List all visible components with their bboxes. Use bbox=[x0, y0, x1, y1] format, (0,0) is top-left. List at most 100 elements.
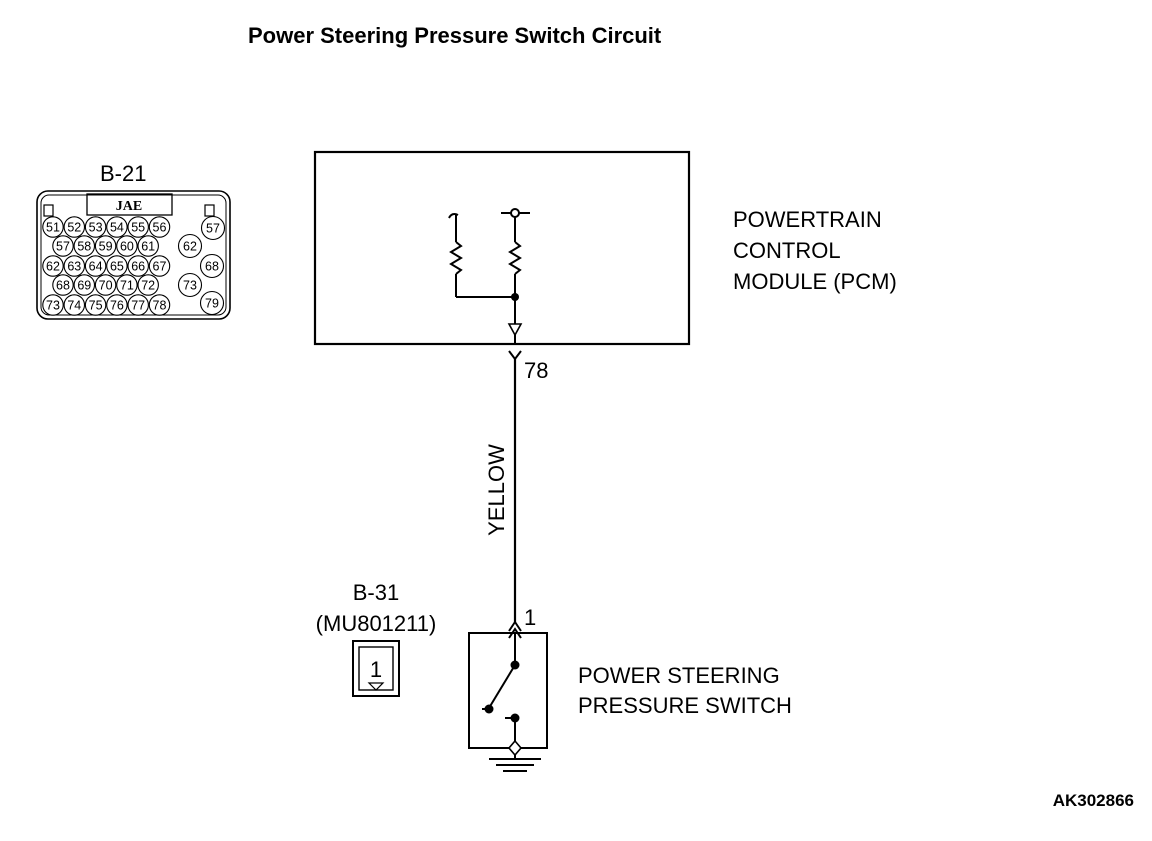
connector-b21-pin-cavity bbox=[127, 255, 149, 277]
connector-b21-pin-cavity bbox=[177, 272, 203, 298]
pcm-input-arrow-icon bbox=[507, 323, 523, 337]
connector-b21-pin-number: 65 bbox=[110, 259, 124, 273]
connector-b21-pin-number: 73 bbox=[46, 298, 60, 312]
pcm-label-line-2: CONTROL bbox=[733, 238, 841, 263]
connector-b21-pin-number: 61 bbox=[141, 239, 155, 253]
connector-b21-pin-number: 54 bbox=[110, 220, 124, 234]
connector-b21-pin-number: 55 bbox=[131, 220, 145, 234]
connector-b21-pin-cavity bbox=[42, 216, 64, 238]
connector-b21-pin-number: 57 bbox=[56, 239, 70, 253]
connector-b31: B-31 (MU801211) 1 bbox=[316, 580, 437, 697]
switch-body-ground-terminal-icon bbox=[507, 739, 523, 757]
connector-b21-pin-number: 51 bbox=[46, 220, 60, 234]
connector-b21-pin-number: 71 bbox=[120, 278, 134, 292]
connector-b21-pin-number: 73 bbox=[183, 279, 197, 293]
connector-b31-lock-icon bbox=[367, 682, 385, 691]
connector-b21-pin-cavity bbox=[148, 216, 171, 238]
connector-b21-pin-number: 74 bbox=[67, 298, 81, 312]
connector-b21-pin-cavity bbox=[148, 294, 171, 316]
connector-b21-pin-cavity bbox=[199, 290, 225, 316]
connector-b21-pin-cavity bbox=[84, 216, 107, 238]
connector-b21-pin-number: 79 bbox=[205, 297, 219, 311]
connector-b21-pin-cavity bbox=[200, 215, 226, 241]
connector-b21-pin-cavity bbox=[94, 274, 117, 296]
connector-b21-pin-number: 52 bbox=[67, 220, 81, 234]
connector-b21-pin-number: 60 bbox=[120, 239, 134, 253]
figure-id: AK302866 bbox=[1053, 791, 1134, 810]
connector-b21-pin-number: 59 bbox=[99, 239, 113, 253]
switch-terminal-connector-icon bbox=[508, 627, 522, 639]
switch-label-line-1: POWER STEERING bbox=[578, 663, 780, 688]
connector-b21-pin-cavity bbox=[137, 274, 159, 296]
connector-b21-pin-number: 53 bbox=[89, 220, 103, 234]
connector-b21-pin-cavity bbox=[84, 294, 107, 316]
switch-terminal-number: 1 bbox=[524, 605, 536, 630]
connector-b31-pin: 1 bbox=[370, 657, 382, 682]
connector-b21-key-right bbox=[204, 204, 215, 217]
connector-b21-latch bbox=[86, 193, 173, 216]
connector-b21-pin-cavity bbox=[42, 255, 64, 277]
connector-b21-pin-number: 66 bbox=[131, 259, 145, 273]
pcm-resistor-right-icon bbox=[508, 241, 522, 275]
connector-b21-pin-number: 72 bbox=[141, 278, 155, 292]
connector-b21-pin-cavity bbox=[52, 235, 74, 257]
connector-b31-part-number: (MU801211) bbox=[316, 611, 437, 636]
connector-b21-pin-number: 62 bbox=[46, 259, 60, 273]
connector-b21-pin-cavity bbox=[106, 216, 128, 238]
switch-blade-icon bbox=[488, 664, 516, 709]
pcm-supply-terminal-icon bbox=[510, 208, 520, 218]
connector-b21-pin-cavity bbox=[63, 216, 86, 238]
connector-b21-maker: JAE bbox=[116, 199, 142, 214]
connector-b21-pin-number: 78 bbox=[153, 298, 167, 312]
switch-body bbox=[468, 632, 548, 749]
connector-b21-pin-cavity bbox=[73, 274, 96, 296]
connector-b21-pin-number: 67 bbox=[153, 259, 167, 273]
connector-b21-pin-number: 69 bbox=[77, 278, 91, 292]
switch-label-line-2: PRESSURE SWITCH bbox=[578, 693, 792, 718]
connector-b21-pin-number: 62 bbox=[183, 240, 197, 254]
pcm-label-line-1: POWERTRAIN bbox=[733, 207, 882, 232]
connector-b21-pin-cavity bbox=[148, 255, 171, 277]
connector-b21-pin-number: 77 bbox=[131, 298, 145, 312]
connector-b21-housing-inner bbox=[40, 194, 227, 316]
connector-b21-pin-cavity bbox=[63, 255, 86, 277]
connector-b21-name: B-21 bbox=[100, 161, 146, 186]
ground-icon bbox=[489, 758, 541, 772]
connector-b21-pin-number: 68 bbox=[205, 260, 219, 274]
power-steering-pressure-switch: 1 POWER STEERING PRESSURE SWITCH bbox=[468, 605, 792, 759]
connector-b21-key-left bbox=[43, 204, 54, 217]
pcm-terminal-connector-icon bbox=[508, 350, 522, 361]
pcm: POWERTRAIN CONTROL MODULE (PCM) bbox=[313, 150, 897, 346]
pcm-resistor-left-icon bbox=[449, 241, 463, 275]
connector-b21-pin-cavity bbox=[177, 233, 203, 259]
connector-b21-pin-cavity bbox=[106, 255, 128, 277]
connector-b21-pin-number: 75 bbox=[89, 298, 103, 312]
connector-b21: B-21 JAE 51 52 53 54 55 56 57 58 59 60 61 62 63 64 65 6… bbox=[36, 161, 231, 320]
connector-b21-pin-cavity bbox=[116, 274, 138, 296]
connector-b21-pin-cavity bbox=[106, 294, 128, 316]
connector-b21-pin-cavity bbox=[84, 255, 107, 277]
connector-b21-pin-cavity bbox=[127, 294, 149, 316]
pcm-box bbox=[313, 150, 691, 346]
connector-b31-housing bbox=[352, 640, 400, 697]
connector-b21-pin-cavity bbox=[127, 216, 149, 238]
connector-b21-pin-number: 64 bbox=[89, 259, 103, 273]
connector-b21-pin-number: 56 bbox=[153, 220, 167, 234]
wire-color-label: YELLOW bbox=[484, 444, 509, 536]
connector-b21-pin-number: 58 bbox=[77, 239, 91, 253]
pcm-junction-dot bbox=[511, 293, 519, 301]
diagram-title: Power Steering Pressure Switch Circuit bbox=[248, 23, 662, 48]
connector-b21-pin-number: 63 bbox=[67, 259, 81, 273]
connector-b21-pin-cavity bbox=[52, 274, 74, 296]
connector-b21-pin-cavity bbox=[94, 235, 117, 257]
pcm-open-lead-icon bbox=[448, 213, 459, 219]
pcm-label-line-3: MODULE (PCM) bbox=[733, 269, 897, 294]
connector-b21-housing bbox=[36, 190, 231, 320]
connector-b31-name: B-31 bbox=[353, 580, 399, 605]
connector-b21-pin-cavity bbox=[137, 235, 159, 257]
connector-b21-pin-number: 76 bbox=[110, 298, 124, 312]
connector-b21-pin-number: 68 bbox=[56, 278, 70, 292]
pcm-terminal-number: 78 bbox=[524, 358, 548, 383]
